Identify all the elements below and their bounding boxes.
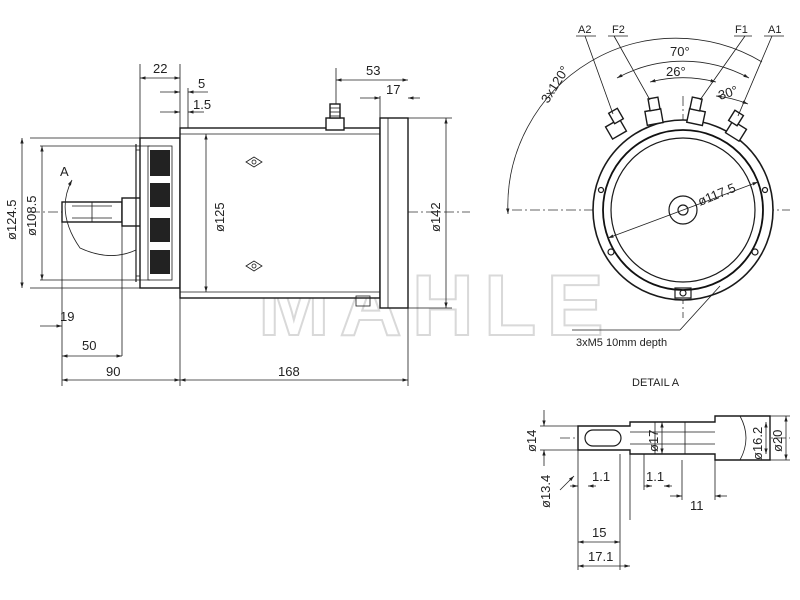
dim-d14: ø14 bbox=[524, 430, 539, 452]
dim-15: 15 bbox=[592, 525, 606, 540]
shaft bbox=[61, 197, 145, 227]
dim-d108-5: ø108.5 bbox=[24, 196, 39, 236]
dim-d16-2: ø16.2 bbox=[750, 427, 765, 460]
fan-cover bbox=[135, 137, 181, 289]
motor-body bbox=[179, 127, 381, 307]
dim-11: 11 bbox=[690, 498, 704, 513]
detail-a-shaft: ø14 ø13.4 ø17 ø16.2 ø20 1.1 1.1 11 15 17… bbox=[524, 410, 790, 570]
dim-d124-5: ø124.5 bbox=[4, 200, 19, 240]
dim-1-1-second: 1.1 bbox=[646, 469, 664, 484]
dim-17: 17 bbox=[386, 82, 400, 97]
dim-50: 50 bbox=[82, 338, 96, 353]
dim-53: 53 bbox=[366, 63, 380, 78]
dim-1-1-first: 1.1 bbox=[592, 469, 610, 484]
dim-17-1: 17.1 bbox=[588, 549, 613, 564]
terminal-label-f2: F2 bbox=[612, 24, 625, 36]
dim-d17: ø17 bbox=[646, 430, 661, 452]
dim-d20: ø20 bbox=[770, 430, 785, 452]
terminal-label-a2: A2 bbox=[578, 24, 591, 36]
motor-end-view: A2 F2 F1 A1 70° 26° 30° 3x120° ø117.5 3x… bbox=[506, 24, 790, 389]
dim-d142: ø142 bbox=[428, 202, 443, 232]
terminal-label-f1: F1 bbox=[735, 24, 748, 36]
terminal-a2 bbox=[604, 107, 628, 141]
dim-d125: ø125 bbox=[212, 202, 227, 232]
dim-22: 22 bbox=[153, 61, 167, 76]
dim-1-5: 1.5 bbox=[193, 97, 211, 112]
terminal-stud bbox=[325, 103, 345, 131]
angle-26: 26° bbox=[666, 64, 686, 79]
thread-note: 3xM5 10mm depth bbox=[576, 337, 667, 349]
dim-5: 5 bbox=[198, 76, 205, 91]
terminal-f2 bbox=[644, 96, 664, 127]
bolt-pattern: 3x120° bbox=[538, 63, 572, 105]
motor-side-view: A ø124.5 ø108.5 ø125 ø142 22 5 1.5 53 17… bbox=[4, 61, 470, 386]
angle-30: 30° bbox=[716, 83, 739, 103]
terminal-f1 bbox=[685, 96, 707, 127]
dim-d13-4: ø13.4 bbox=[538, 475, 553, 508]
dim-19: 19 bbox=[60, 309, 74, 324]
dim-168: 168 bbox=[278, 364, 300, 379]
dim-90: 90 bbox=[106, 364, 120, 379]
angle-70: 70° bbox=[670, 44, 690, 59]
terminal-label-a1: A1 bbox=[768, 24, 781, 36]
view-a-label: A bbox=[60, 164, 69, 179]
detail-a-title: DETAIL A bbox=[632, 377, 680, 389]
rear-flange bbox=[379, 117, 409, 309]
